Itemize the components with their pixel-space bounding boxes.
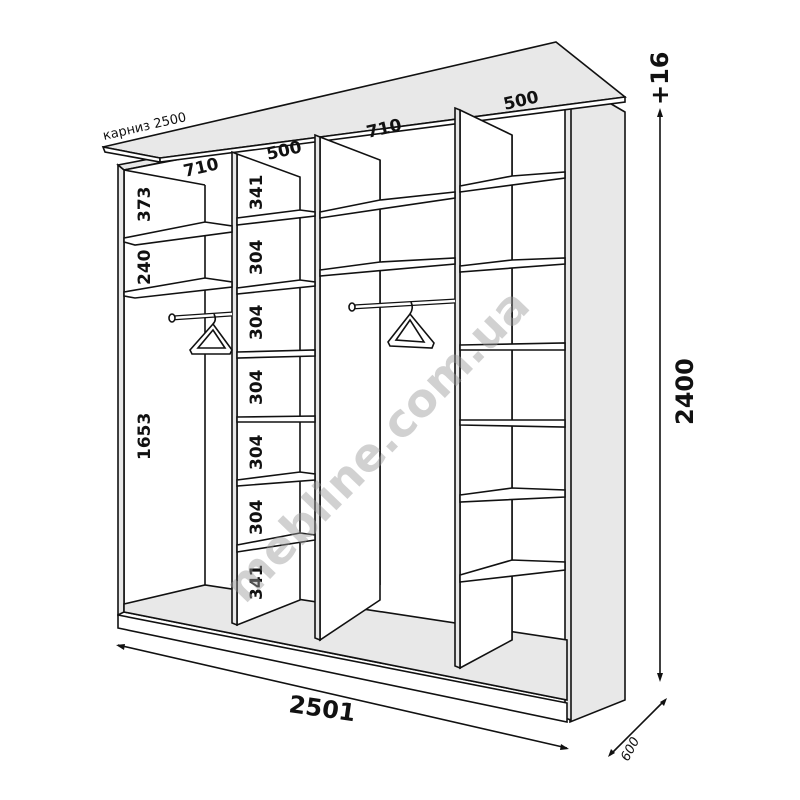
left-height-3: 1653: [135, 413, 155, 460]
shelf-height-3: 304: [247, 304, 267, 340]
depth-label: 600: [618, 735, 643, 764]
hanger-rod-middle: [348, 298, 456, 312]
shelves-column-2: [236, 209, 316, 553]
hanger-icon: [387, 301, 435, 349]
cornice-offset-label: +16: [646, 51, 674, 105]
shelf-height-6: 304: [247, 499, 267, 535]
right-side-panel: [569, 78, 626, 724]
shelves-column-4: [459, 171, 566, 583]
shelf-height-5: 304: [247, 434, 267, 470]
hanger-icon: [189, 313, 233, 355]
shelf-height-7: 341: [247, 565, 267, 601]
right-panel-edge: [564, 79, 572, 722]
width-label: 2501: [287, 690, 357, 727]
shelves-left: [123, 221, 233, 299]
shelves-column-3: [319, 191, 456, 277]
shelf-height-1: 341: [247, 175, 267, 211]
height-label: 2400: [671, 358, 699, 425]
partition-3-edge: [454, 106, 461, 670]
dimension-lines: [116, 108, 667, 757]
left-side-panel: [117, 163, 125, 617]
partition-1-edge: [231, 150, 238, 627]
shelf-height-4: 304: [247, 369, 267, 405]
left-height-2: 240: [135, 249, 155, 285]
partition-2-edge: [314, 133, 321, 642]
shelf-height-2: 304: [247, 239, 267, 275]
hanger-rod-left: [168, 311, 233, 323]
left-height-1: 373: [135, 187, 155, 223]
plinth: [117, 614, 568, 723]
